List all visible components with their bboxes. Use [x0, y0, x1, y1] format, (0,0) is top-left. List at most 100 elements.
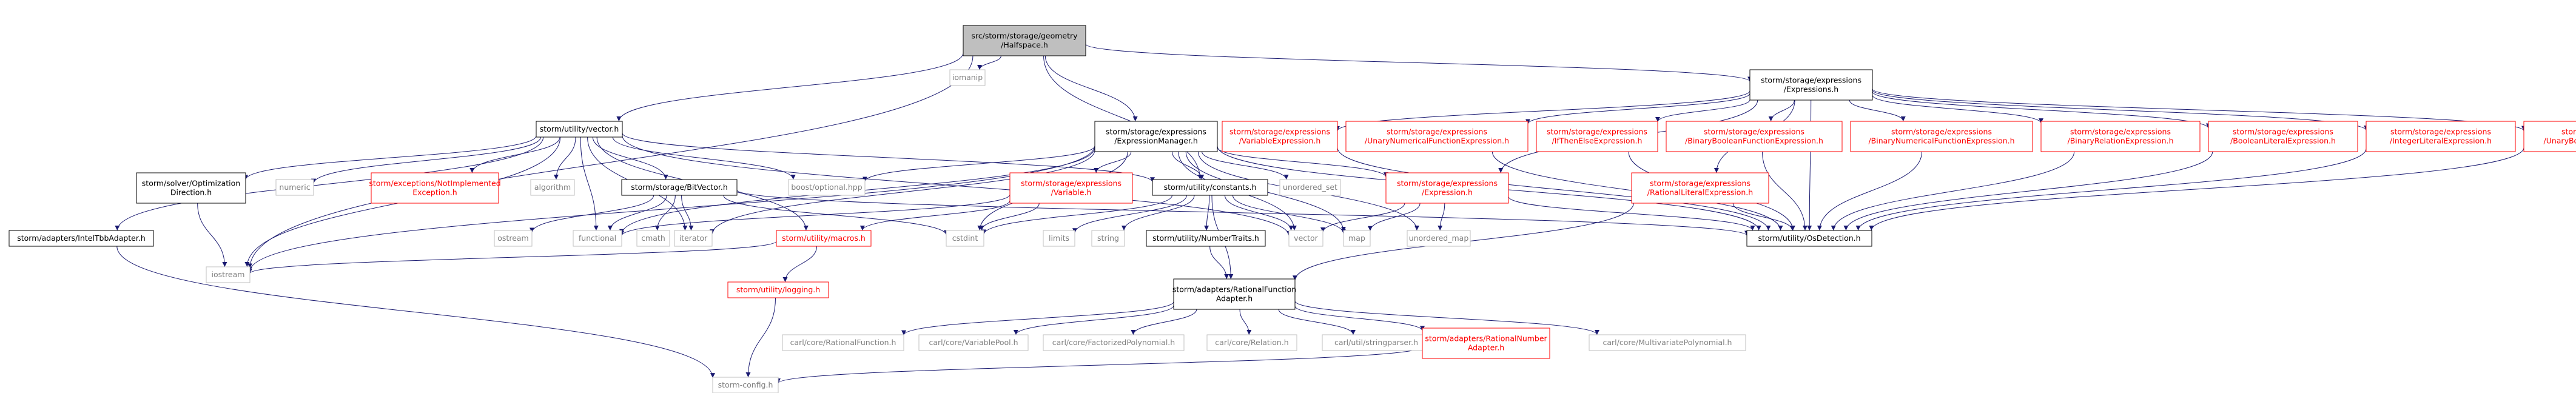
node-vector: vector — [1288, 230, 1323, 247]
node-varexpr[interactable]: storm/storage/expressions/VariableExpres… — [1222, 121, 1338, 152]
node-intelTbb[interactable]: storm/adapters/IntelTbbAdapter.h — [8, 230, 154, 247]
node-macros[interactable]: storm/utility/macros.h — [776, 230, 872, 247]
node-exprmgr[interactable]: storm/storage/expressions/ExpressionMana… — [1094, 121, 1218, 152]
node-label: unordered_map — [1409, 233, 1469, 243]
node-box — [1288, 230, 1323, 247]
node-label: storm/storage/expressions — [1387, 127, 1487, 136]
node-iostream: iostream — [206, 266, 251, 283]
node-ite[interactable]: storm/storage/expressions/IfThenElseExpr… — [1536, 121, 1658, 152]
node-vector_h[interactable]: storm/utility/vector.h — [536, 121, 623, 138]
node-bitvector[interactable]: storm/storage/BitVector.h — [621, 179, 738, 196]
node-label: /BinaryNumericalFunctionExpression.h — [1868, 136, 2014, 146]
node-label: storm/storage/expressions — [2390, 127, 2491, 136]
edge-boollit-to-osdetect — [1843, 151, 2213, 231]
node-box — [8, 230, 154, 247]
node-root[interactable]: src/storm/storage/geometry/Halfspace.h — [963, 25, 1086, 56]
node-boollit[interactable]: storm/storage/expressions/BooleanLiteral… — [2208, 121, 2358, 152]
node-label: Direction.h — [170, 188, 212, 197]
node-expressions_h[interactable]: storm/storage/expressions/Expressions.h — [1749, 69, 1873, 101]
node-unbool[interactable]: storm/storage/expressions/UnaryBooleanFu… — [2523, 121, 2576, 152]
edge-expressions_h-to-binrel — [1872, 95, 2043, 124]
node-variable[interactable]: storm/storage/expressions/Variable.h — [1009, 172, 1133, 204]
node-ratlit[interactable]: storm/storage/expressions/RationalLitera… — [1631, 172, 1769, 204]
node-box — [1009, 172, 1133, 204]
node-label: storm/adapters/RationalNumber — [1425, 334, 1547, 343]
edge-exprmgr-to-variable — [1094, 151, 1132, 173]
node-label: carl/core/MultivariatePolynomial.h — [1603, 338, 1732, 347]
edge-ratfn-to-carlstrparse — [1278, 309, 1356, 335]
node-iomanip: iomanip — [949, 69, 986, 86]
edge-ratnum-to-stormconfig — [776, 346, 1423, 384]
node-box — [275, 179, 314, 196]
edge-varexpr-to-osdetect — [1337, 147, 1771, 231]
node-box — [1043, 230, 1075, 247]
node-label: storm/storage/expressions — [1761, 76, 1861, 85]
node-label: iostream — [212, 270, 245, 279]
edge-variable-to-functional — [619, 194, 1011, 236]
node-constants[interactable]: storm/utility/constants.h — [1152, 179, 1268, 196]
node-label: vector — [1294, 233, 1319, 243]
node-label: iomanip — [952, 73, 983, 82]
node-box — [788, 179, 866, 196]
node-label: string — [1097, 233, 1119, 243]
node-box — [1091, 230, 1125, 247]
node-osdetect[interactable]: storm/utility/OsDetection.h — [1746, 230, 1872, 247]
node-label: storm/storage/expressions — [1397, 179, 1498, 188]
node-label: /VariableExpression.h — [1239, 136, 1321, 146]
node-box — [2208, 121, 2358, 152]
edge-vector_h-to-algorithm — [553, 136, 576, 180]
edge-expressions_h-to-binnum — [1849, 99, 1906, 122]
node-notimpl[interactable]: storm/exceptions/NotImplementedException… — [369, 172, 501, 204]
node-cmath: cmath — [636, 230, 670, 247]
node-expression_h[interactable]: storm/storage/expressions/Expression.h — [1385, 172, 1509, 204]
node-label: numeric — [279, 183, 310, 192]
nodes-layer: src/storm/storage/geometry/Halfspace.h io… — [8, 25, 2576, 393]
node-label: storm-config.h — [718, 380, 773, 389]
edge-vector_h-to-numeric — [311, 136, 541, 184]
node-label: Exception.h — [412, 188, 457, 197]
edge-bitvector-to-ostream — [530, 195, 654, 233]
node-label: storm/storage/expressions — [1229, 127, 1330, 136]
edge-ratfn-to-carlvarpool — [1013, 305, 1174, 335]
edge-constants-to-cstdint — [981, 195, 1172, 235]
edge-ratfn-to-carlrel — [1239, 309, 1252, 335]
node-box — [1385, 172, 1509, 204]
node-box — [1589, 334, 1746, 351]
node-box — [371, 172, 499, 204]
node-label: storm/utility/constants.h — [1164, 183, 1257, 192]
edge-bitvector-to-cmath — [654, 195, 676, 231]
node-box — [1322, 334, 1431, 351]
node-box — [206, 266, 251, 283]
node-unnumfn[interactable]: storm/storage/expressions/UnaryNumerical… — [1345, 121, 1528, 152]
edge-ratlit-to-osdetect — [1732, 203, 1795, 231]
edge-exprmgr-to-iostream — [247, 146, 1095, 272]
node-binbool[interactable]: storm/storage/expressions/BinaryBooleanF… — [1666, 121, 1843, 152]
edge-expression_h-to-vector — [1320, 203, 1405, 233]
node-binnum[interactable]: storm/storage/expressions/BinaryNumerica… — [1850, 121, 2033, 152]
node-box — [963, 25, 1086, 56]
node-logging[interactable]: storm/utility/logging.h — [727, 281, 829, 298]
node-label: carl/core/RationalFunction.h — [790, 338, 896, 347]
edge-vector_h-to-functional — [580, 136, 599, 231]
edge-numtraits-to-ratfn — [1209, 246, 1229, 280]
node-ostream: ostream — [494, 230, 533, 247]
node-binrel[interactable]: storm/storage/expressions/BinaryRelation… — [2040, 121, 2201, 152]
node-box — [1850, 121, 2033, 152]
node-carlratfn: carl/core/RationalFunction.h — [782, 334, 904, 351]
edge-root-to-expressions_h — [1085, 44, 1752, 82]
node-label: storm/storage/expressions — [2233, 127, 2333, 136]
node-box — [2523, 121, 2576, 152]
edge-vector_h-to-boostopt — [612, 136, 796, 180]
node-intlit[interactable]: storm/storage/expressions/IntegerLiteral… — [2366, 121, 2516, 152]
node-label: /IfThenElseExpression.h — [1552, 136, 1643, 146]
node-box — [782, 334, 904, 351]
edge-expression_h-to-unordered_map — [1438, 203, 1445, 231]
node-label: /UnaryNumericalFunctionExpression.h — [1365, 136, 1509, 146]
node-label: /BinaryRelationExpression.h — [2067, 136, 2173, 146]
node-numtraits[interactable]: storm/utility/NumberTraits.h — [1146, 230, 1266, 247]
node-box — [1094, 121, 1218, 152]
node-label: storm/utility/OsDetection.h — [1758, 233, 1860, 243]
